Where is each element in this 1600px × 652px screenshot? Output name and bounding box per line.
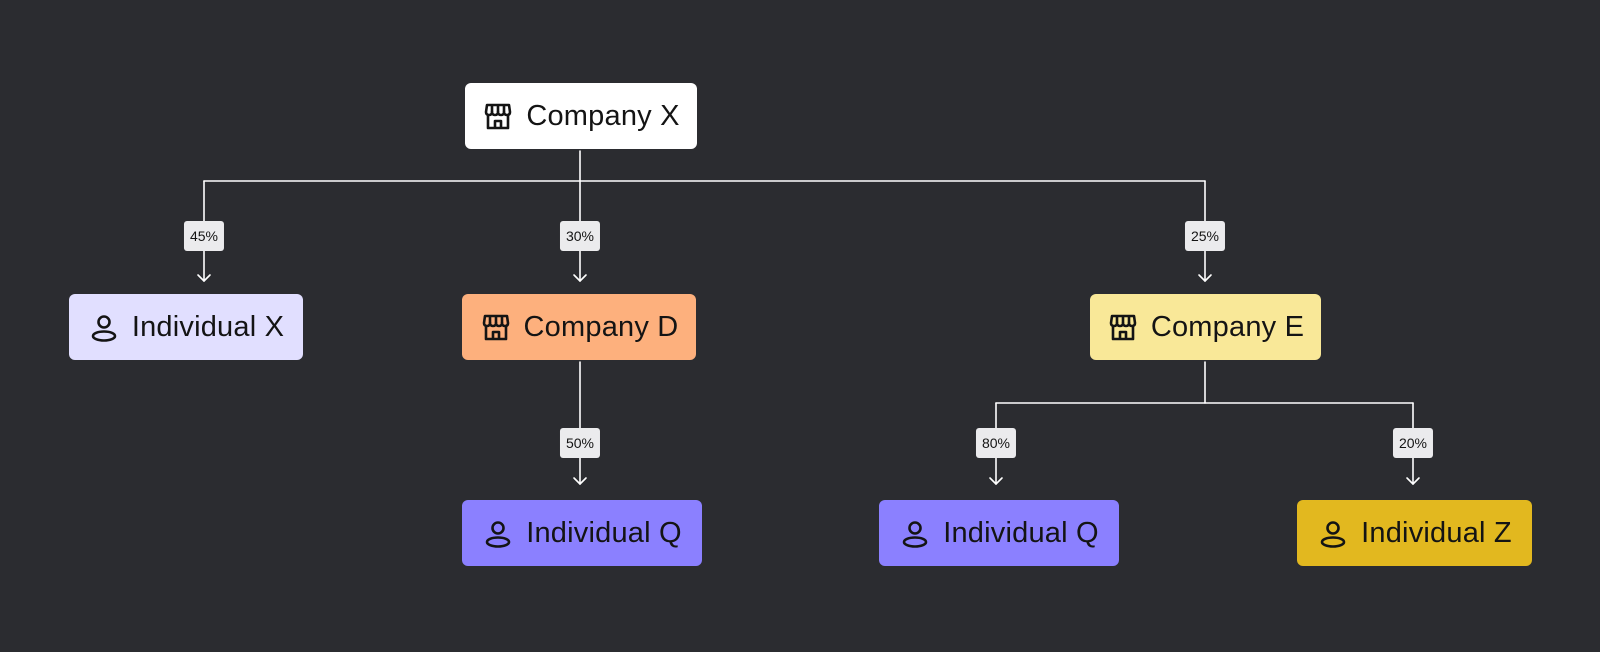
arrowhead-company-d xyxy=(573,274,587,282)
store-icon xyxy=(482,100,514,132)
node-label: Individual Z xyxy=(1361,516,1512,549)
node-individual-q-company-d[interactable]: Individual Q xyxy=(462,500,702,566)
node-individual-q-company-e[interactable]: Individual Q xyxy=(879,500,1119,566)
store-icon xyxy=(1107,311,1139,343)
node-individual-x[interactable]: Individual X xyxy=(69,294,303,360)
ownership-badge-e-individual-z: 20% xyxy=(1392,428,1434,458)
ownership-badge-company-d: 30% xyxy=(559,221,601,251)
ownership-badge-individual-x: 45% xyxy=(183,221,225,251)
node-label: Company E xyxy=(1150,310,1305,343)
ownership-badge-e-individual-q: 80% xyxy=(975,428,1017,458)
node-company-e[interactable]: Company E xyxy=(1090,294,1321,360)
node-label: Individual X xyxy=(131,310,285,343)
arrowhead-company-e xyxy=(1198,274,1212,282)
node-individual-z[interactable]: Individual Z xyxy=(1297,500,1532,566)
person-icon xyxy=(1317,517,1349,549)
node-company-x[interactable]: Company X xyxy=(465,83,697,149)
node-label: Company D xyxy=(523,310,679,343)
node-label: Company X xyxy=(526,99,680,132)
person-icon xyxy=(482,517,514,549)
arrowhead-e-individual-q xyxy=(989,477,1003,485)
node-label: Individual Q xyxy=(943,516,1099,549)
store-icon xyxy=(480,311,512,343)
node-label: Individual Q xyxy=(526,516,682,549)
ownership-badge-company-e: 25% xyxy=(1184,221,1226,251)
arrowhead-e-individual-z xyxy=(1406,477,1420,485)
arrowhead-individual-x xyxy=(197,274,211,282)
arrowhead-d-individual-q xyxy=(573,477,587,485)
person-icon xyxy=(899,517,931,549)
node-company-d[interactable]: Company D xyxy=(462,294,696,360)
person-icon xyxy=(88,311,120,343)
ownership-badge-d-individual-q: 50% xyxy=(559,428,601,458)
